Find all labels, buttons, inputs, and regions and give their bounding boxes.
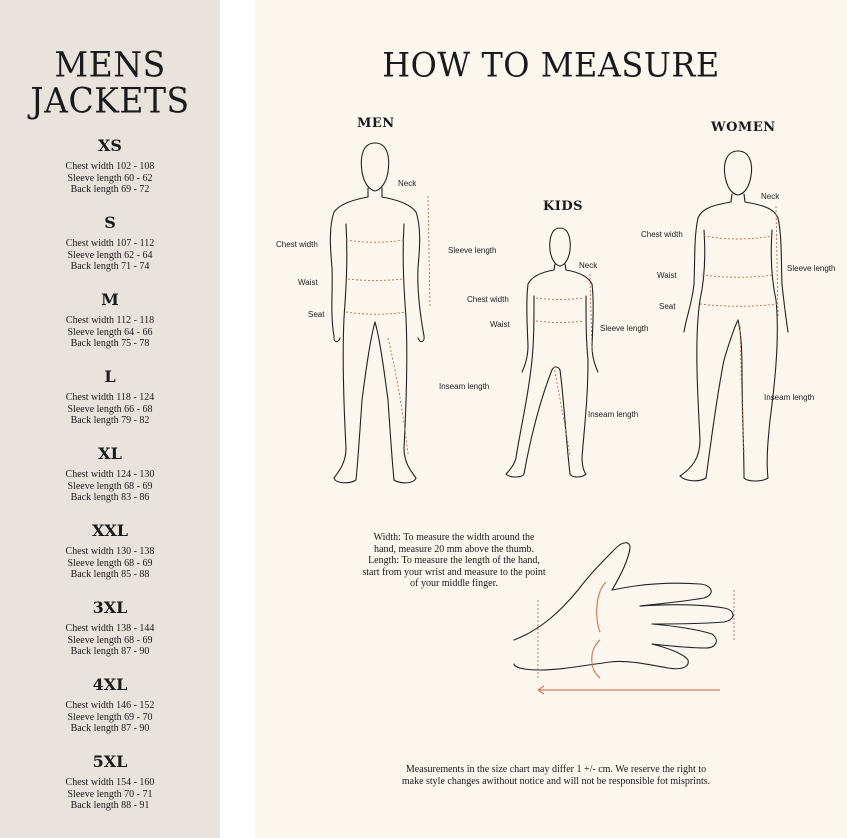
sleeve-length-text: Sleeve length 68 - 69 — [67, 480, 153, 492]
size-block-xxl: XXL Chest width 130 - 138 Sleeve length … — [0, 522, 220, 581]
kids-figure-label: KIDS — [543, 199, 584, 214]
men-sleeve-label: Sleeve length — [448, 246, 497, 255]
men-figure-label: MEN — [357, 116, 395, 131]
instruction-line: Width: To measure the width around the — [373, 532, 535, 543]
back-length-text: Back length 85 - 88 — [70, 569, 150, 580]
instruction-line: of your middle finger. — [410, 578, 498, 590]
back-length-text: Back length 79 - 82 — [70, 415, 150, 426]
chest-width-text: Chest width 154 - 160 — [65, 777, 155, 788]
disclaimer-line: Measurements in the size chart may diffe… — [405, 764, 707, 775]
chest-width-text: Chest width 146 - 152 — [65, 700, 155, 711]
kids-sleeve-label: Sleeve length — [600, 324, 649, 333]
men-chest-label: Chest width — [276, 240, 318, 249]
back-length-text: Back length 69 - 72 — [70, 184, 150, 195]
size-block-xl: XL Chest width 124 - 130 Sleeve length 6… — [0, 445, 220, 504]
hand-measure-instructions: Width: To measure the width around the h… — [348, 532, 560, 590]
kids-chest-label: Chest width — [467, 295, 509, 304]
back-length-text: Back length 87 - 90 — [70, 723, 150, 734]
women-figure-label: WOMEN — [711, 120, 776, 135]
size-label: M — [101, 290, 119, 309]
back-length-text: Back length 83 - 86 — [70, 492, 150, 503]
sleeve-length-text: Sleeve length 70 - 71 — [67, 788, 153, 800]
chest-width-text: Chest width 102 - 108 — [65, 161, 155, 172]
kids-waist-label: Waist — [490, 320, 510, 329]
men-inseam-label: Inseam length — [439, 382, 490, 391]
men-waist-label: Waist — [298, 278, 318, 287]
hand-illustration — [513, 542, 735, 695]
disclaimer-line: make style changes awithout notice and w… — [401, 776, 711, 787]
back-length-text: Back length 87 - 90 — [70, 646, 150, 657]
women-inseam-label: Inseam length — [764, 393, 815, 402]
back-length-text: Back length 88 - 91 — [70, 800, 150, 811]
men-seat-label: Seat — [308, 310, 325, 319]
chest-width-text: Chest width 118 - 124 — [65, 392, 155, 403]
size-label: L — [104, 367, 116, 386]
women-figure-illustration — [679, 150, 789, 482]
size-sidebar — [0, 0, 220, 838]
chest-width-text: Chest width 124 - 130 — [65, 469, 155, 480]
sleeve-length-text: Sleeve length 69 - 70 — [67, 711, 153, 723]
size-block-l: L Chest width 118 - 124 Sleeve length 66… — [0, 368, 220, 427]
chest-width-text: Chest width 130 - 138 — [65, 546, 155, 557]
size-label: S — [104, 213, 116, 232]
back-length-text: Back length 75 - 78 — [70, 338, 150, 349]
instruction-line: hand, measure 20 mm above the thumb. — [374, 543, 534, 555]
size-block-3xl: 3XL Chest width 138 - 144 Sleeve length … — [0, 599, 220, 658]
kids-figure-illustration — [505, 227, 599, 478]
size-label: XL — [98, 444, 122, 463]
women-neck-label: Neck — [761, 192, 780, 201]
measure-panel — [255, 0, 847, 838]
size-label: XS — [98, 136, 122, 155]
women-chest-label: Chest width — [641, 230, 683, 239]
size-label: 3XL — [92, 598, 128, 617]
instruction-line: start from your wrist and measure to the… — [362, 566, 546, 578]
sleeve-length-text: Sleeve length 60 - 62 — [67, 172, 153, 184]
chest-width-text: Chest width 107 - 112 — [65, 238, 155, 249]
size-label: XXL — [91, 521, 129, 540]
sidebar-title-line2: JACKETS — [30, 80, 190, 121]
sleeve-length-text: Sleeve length 66 - 68 — [67, 403, 153, 415]
size-label: 5XL — [92, 752, 128, 771]
size-label: 4XL — [92, 675, 128, 694]
sidebar-title-line1: MENS — [54, 44, 166, 85]
sleeve-length-text: Sleeve length 68 - 69 — [67, 557, 153, 569]
size-block-xs: XS Chest width 102 - 108 Sleeve length 6… — [0, 137, 220, 196]
kids-neck-label: Neck — [579, 261, 598, 270]
size-chart-disclaimer: Measurements in the size chart may diffe… — [375, 764, 737, 788]
women-sleeve-label: Sleeve length — [787, 264, 836, 273]
women-seat-label: Seat — [659, 302, 676, 311]
women-waist-label: Waist — [657, 271, 677, 280]
sleeve-length-text: Sleeve length 62 - 64 — [67, 249, 153, 261]
sleeve-length-text: Sleeve length 68 - 69 — [67, 634, 153, 646]
size-block-5xl: 5XL Chest width 154 - 160 Sleeve length … — [0, 753, 220, 812]
kids-inseam-label: Inseam length — [588, 410, 639, 419]
page-title: HOW TO MEASURE — [382, 45, 720, 85]
size-block-m: M Chest width 112 - 118 Sleeve length 64… — [0, 291, 220, 350]
back-length-text: Back length 71 - 74 — [70, 261, 150, 272]
sleeve-length-text: Sleeve length 64 - 66 — [67, 326, 153, 338]
instruction-line: Length: To measure the length of the han… — [368, 555, 540, 567]
chest-width-text: Chest width 138 - 144 — [65, 623, 155, 634]
men-neck-label: Neck — [398, 179, 417, 188]
chest-width-text: Chest width 112 - 118 — [65, 315, 155, 326]
men-figure-illustration — [329, 142, 431, 484]
size-block-s: S Chest width 107 - 112 Sleeve length 62… — [0, 214, 220, 273]
size-block-4xl: 4XL Chest width 146 - 152 Sleeve length … — [0, 676, 220, 735]
